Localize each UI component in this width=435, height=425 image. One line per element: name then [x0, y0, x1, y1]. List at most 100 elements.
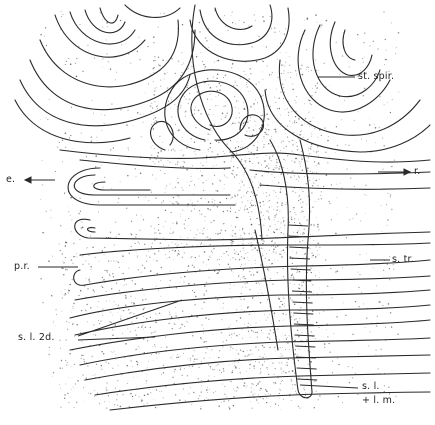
stipple-dot — [276, 196, 277, 197]
stipple-dot — [209, 357, 210, 358]
stipple-dot — [72, 350, 73, 351]
stipple-dot — [208, 375, 209, 376]
stipple-dot — [153, 161, 154, 162]
stipple-dot — [136, 317, 138, 319]
stipple-dot — [285, 133, 286, 134]
stipple-dot — [264, 160, 266, 162]
stipple-dot — [283, 399, 284, 400]
stipple-dot — [248, 331, 249, 332]
stipple-dot — [207, 98, 208, 99]
stipple-dot — [375, 142, 376, 143]
stipple-dot — [71, 231, 72, 232]
stipple-dot — [349, 219, 350, 220]
stipple-dot — [109, 321, 110, 322]
stipple-dot — [139, 243, 140, 244]
stipple-dot — [142, 288, 144, 290]
stipple-dot — [141, 215, 142, 216]
stipple-dot — [293, 276, 294, 277]
stipple-dot — [42, 302, 43, 303]
stipple-dot — [115, 354, 116, 355]
stipple-dot — [240, 349, 241, 350]
stipple-dot — [299, 284, 300, 285]
stipple-dot — [208, 259, 209, 260]
stipple-dot — [364, 57, 365, 58]
stipple-dot — [153, 128, 154, 129]
stipple-dot — [172, 250, 173, 251]
stipple-dot — [177, 203, 178, 204]
stipple-dot — [130, 296, 131, 297]
stipple-dot — [292, 191, 293, 192]
stipple-dot — [258, 187, 259, 188]
stipple-dot — [130, 360, 132, 362]
stipple-dot — [315, 338, 316, 339]
stipple-dot — [256, 385, 257, 386]
stipple-dot — [236, 320, 238, 322]
stipple-dot — [236, 174, 238, 176]
stipple-dot — [234, 194, 235, 195]
stipple-dot — [50, 210, 51, 211]
stipple-dot — [125, 295, 127, 297]
stipple-dot — [276, 252, 277, 253]
stipple-dot — [95, 375, 96, 376]
stipple-dot — [69, 137, 70, 138]
stipple-dot — [69, 284, 71, 286]
stipple-dot — [310, 225, 311, 226]
stipple-dot — [73, 407, 74, 408]
stipple-dot — [159, 313, 161, 315]
stipple-dot — [247, 86, 248, 87]
stipple-dot — [281, 373, 282, 374]
stipple-dot — [145, 92, 146, 93]
stipple-dot — [295, 349, 296, 350]
stipple-dot — [299, 162, 300, 163]
stipple-dot — [282, 83, 284, 85]
stipple-dot — [318, 229, 319, 230]
stipple-dot — [200, 244, 201, 245]
stipple-dot — [290, 277, 291, 278]
stipple-dot — [104, 115, 105, 116]
stipple-dot — [349, 382, 350, 383]
stipple-dot — [125, 343, 126, 344]
stipple-dot — [290, 177, 291, 178]
stipple-dot — [165, 386, 166, 387]
stipple-dot — [151, 246, 152, 247]
stipple-dot — [194, 350, 195, 351]
stipple-dot — [86, 156, 87, 157]
stipple-dot — [242, 338, 243, 339]
stipple-dot — [160, 151, 162, 153]
stipple-dot — [255, 332, 256, 333]
stipple-dot — [203, 190, 204, 191]
stipple-dot — [311, 70, 312, 71]
stipple-dot — [282, 355, 283, 356]
stipple-dot — [355, 373, 357, 375]
stipple-dot — [186, 87, 187, 88]
stipple-dot — [70, 63, 72, 65]
stipple-dot — [40, 278, 41, 279]
stipple-dot — [200, 337, 201, 338]
stipple-dot — [240, 372, 242, 374]
stipple-dot — [151, 226, 152, 227]
stipple-dot — [272, 325, 273, 326]
stipple-dot — [136, 334, 137, 335]
stipple-dot — [311, 95, 313, 97]
stipple-dot — [161, 374, 162, 375]
stipple-dot — [235, 212, 236, 213]
stipple-dot — [300, 349, 301, 350]
stipple-dot — [236, 117, 237, 118]
stipple-dot — [212, 369, 213, 370]
stipple-dot — [310, 248, 311, 249]
stipple-dot — [262, 60, 263, 61]
stipple-dot — [231, 372, 233, 374]
stipple-dot — [282, 347, 283, 348]
stipple-dot — [61, 291, 62, 292]
stipple-dot — [269, 306, 270, 307]
stipple-dot — [114, 244, 115, 245]
stipple-dot — [269, 156, 270, 157]
stipple-dot — [384, 64, 385, 65]
stipple-dot — [286, 362, 287, 363]
stipple-dot — [153, 360, 154, 361]
stipple-dot — [185, 220, 186, 221]
stipple-dot — [293, 207, 294, 208]
stipple-dot — [273, 374, 274, 375]
stipple-dot — [289, 349, 290, 350]
stipple-dot — [94, 396, 95, 397]
